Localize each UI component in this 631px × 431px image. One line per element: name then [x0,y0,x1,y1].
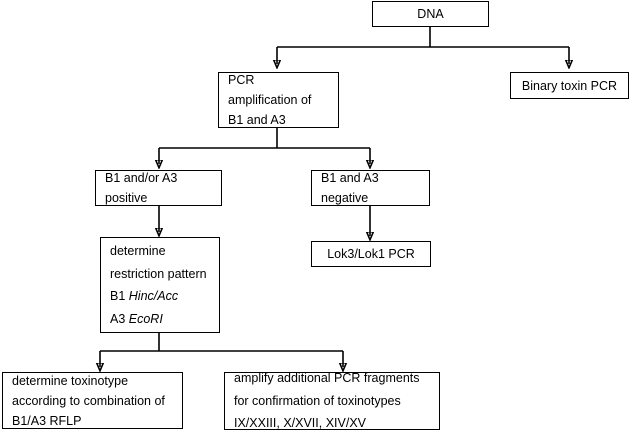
node-pcr-amplification-line-3: B1 and A3 [228,113,286,127]
restriction-b1-enzyme: Hinc/Acc [128,289,179,303]
node-determine-toxinotype[interactable]: determine toxinotype according to combin… [2,372,183,429]
node-determine-toxinotype-line-3: B1/A3 RFLP [12,413,82,428]
node-amplify-line-2: for confirmation of toxinotypes [234,393,401,408]
node-binary-toxin-pcr[interactable]: Binary toxin PCR [510,72,629,99]
restriction-a3-enzyme: EcoRI [128,311,163,326]
node-b1-and-a3-negative-line-2: negative [321,191,369,205]
node-b1-andor-a3-positive-line-2: positive [105,191,148,205]
node-pcr-amplification[interactable]: PCR amplification of B1 and A3 [218,72,339,128]
node-b1-and-a3-negative[interactable]: B1 and A3 negative [311,170,430,206]
node-b1-andor-a3-positive[interactable]: B1 and/or A3 positive [95,170,222,206]
restriction-b1-prefix: B1 [110,289,129,303]
node-amplify-line-1: amplify additional PCR fragments [234,371,420,386]
node-lok3-lok1-pcr[interactable]: Lok3/Lok1 PCR [311,241,431,267]
node-dna[interactable]: DNA [372,1,489,27]
node-determine-toxinotype-line-1: determine toxinotype [12,373,129,388]
node-pcr-amplification-line-2: amplification of [228,93,312,107]
node-amplify-line-3: IX/XXIII, X/XVII, XIV/XV [234,416,366,431]
node-b1-andor-a3-positive-line-1: B1 and/or A3 [105,171,178,185]
node-restriction-line-1: determine [110,244,166,258]
node-b1-and-a3-negative-line-1: B1 and A3 [321,171,379,185]
node-determine-toxinotype-line-2: according to combination of [12,393,165,408]
node-determine-restriction-pattern[interactable]: determine restriction pattern B1 Hinc/Ac… [100,237,220,333]
node-restriction-line-2: restriction pattern [110,266,207,281]
node-binary-toxin-pcr-label: Binary toxin PCR [521,78,618,93]
node-amplify-additional-fragments[interactable]: amplify additional PCR fragments for con… [224,371,440,431]
node-lok3-lok1-pcr-label: Lok3/Lok1 PCR [327,247,415,261]
node-dna-label: DNA [417,7,444,21]
node-restriction-line-3: B1 Hinc/Acc [101,285,219,308]
node-restriction-line-4: A3 EcoRI [101,308,219,331]
restriction-a3-prefix: A3 [110,311,129,326]
node-pcr-amplification-line-1: PCR [228,73,255,87]
